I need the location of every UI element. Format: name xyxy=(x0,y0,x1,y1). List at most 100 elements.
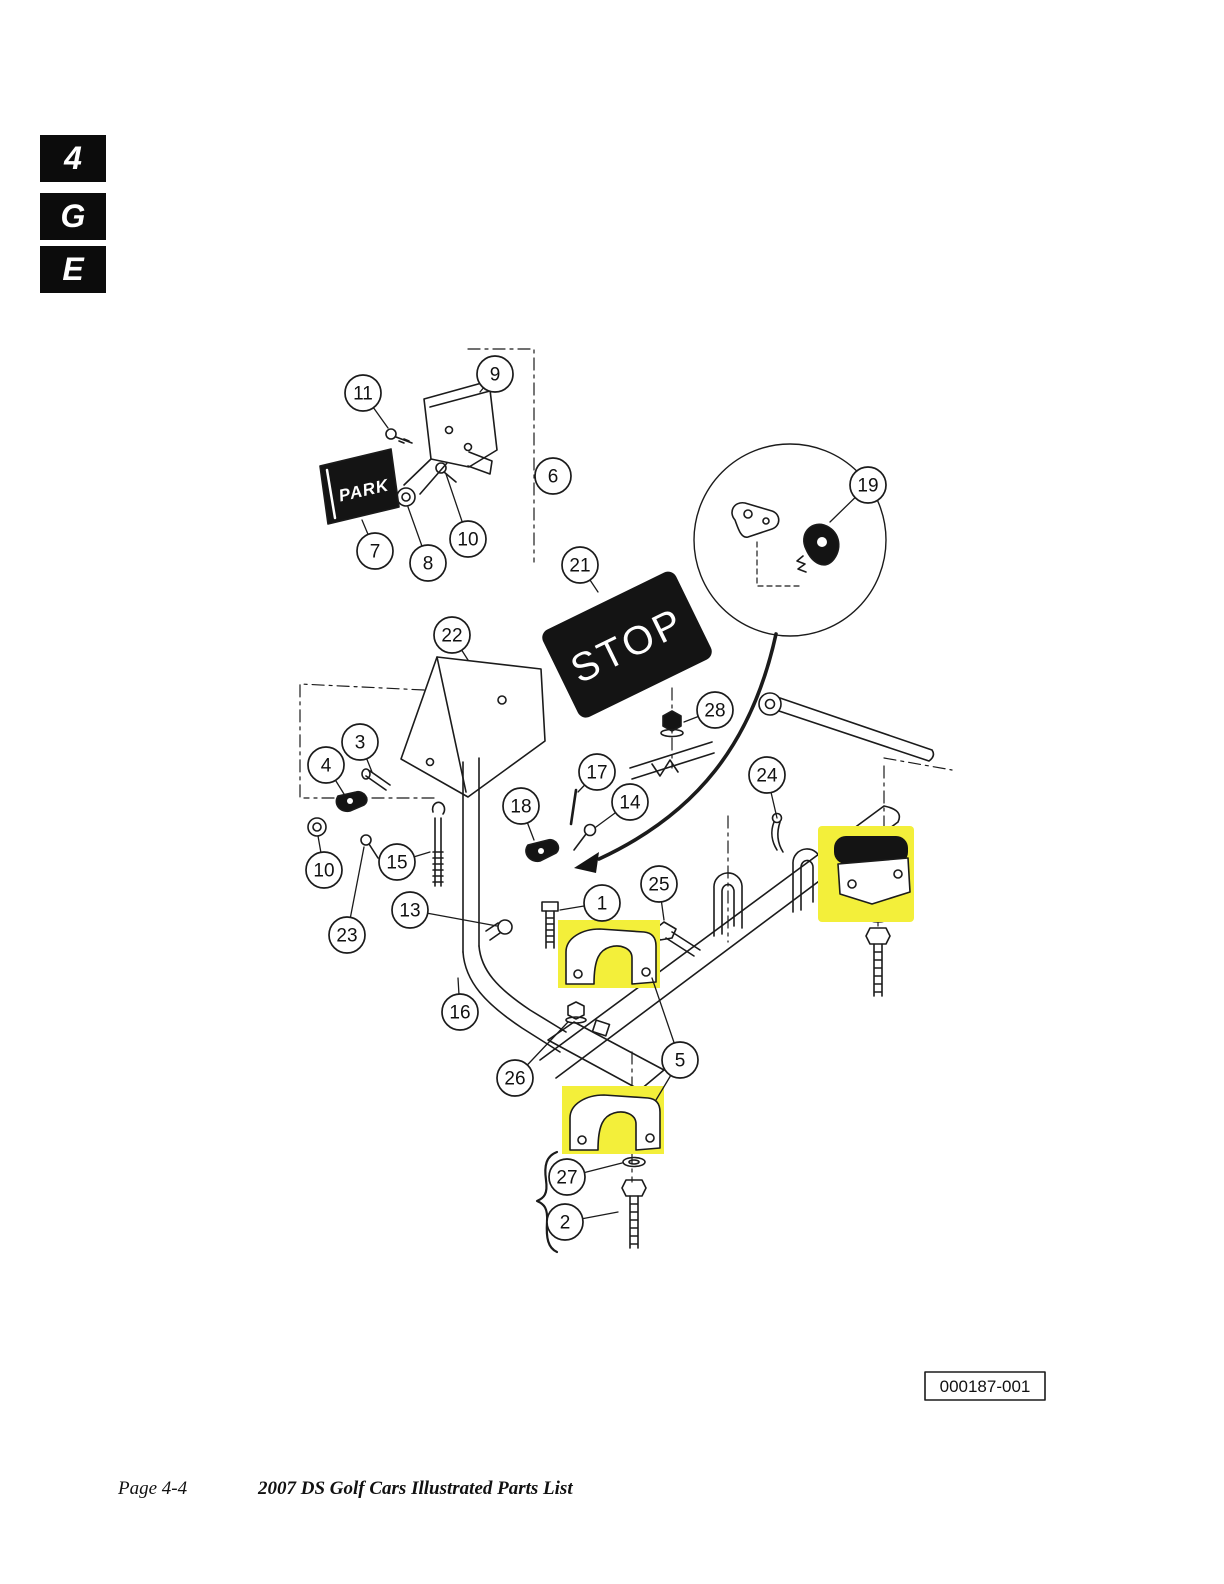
svg-text:17: 17 xyxy=(586,763,607,784)
svg-text:4: 4 xyxy=(321,756,332,777)
callout-10: 10 xyxy=(449,520,487,558)
callout-16: 16 xyxy=(441,993,479,1031)
svg-text:22: 22 xyxy=(441,626,462,647)
callout-28: 28 xyxy=(696,691,734,729)
page-number: Page 4-4 xyxy=(118,1478,188,1499)
callout-2: 2 xyxy=(546,1203,584,1241)
clip-26 xyxy=(591,1019,611,1037)
svg-text:7: 7 xyxy=(370,542,381,563)
screw-14 xyxy=(583,823,597,837)
svg-text:9: 9 xyxy=(490,365,501,386)
chapter-tab-4-label: 4 xyxy=(64,140,82,176)
stop-pedal: STOP xyxy=(542,571,712,718)
plate-hole xyxy=(425,757,435,767)
stop-clamp-upper xyxy=(565,928,657,985)
svg-text:21: 21 xyxy=(569,556,590,577)
callout-10: 10 xyxy=(305,851,343,889)
bolt-2-head xyxy=(621,1179,647,1197)
callout-22: 22 xyxy=(433,616,471,654)
callout-24: 24 xyxy=(748,756,786,794)
callout-17: 17 xyxy=(578,753,616,791)
callout-26: 26 xyxy=(496,1059,534,1097)
catch-tab xyxy=(467,451,493,475)
callout-21: 21 xyxy=(561,546,599,584)
svg-text:19: 19 xyxy=(857,476,878,497)
nut-26 xyxy=(567,1001,585,1020)
clevis-13 xyxy=(497,919,513,935)
screw-10 xyxy=(435,462,447,474)
svg-text:18: 18 xyxy=(510,797,531,818)
detail-view-circle xyxy=(693,443,887,637)
callout-11: 11 xyxy=(344,374,382,412)
park-brake-catch-assembly: PARK xyxy=(319,380,498,525)
cam-teeth xyxy=(796,555,807,573)
callout-27: 27 xyxy=(548,1158,586,1196)
figure-number-box: 000187-001 xyxy=(924,1371,1046,1401)
figure-number: 000187-001 xyxy=(940,1377,1031,1396)
callout-9: 9 xyxy=(476,355,514,393)
plate-hole xyxy=(497,695,507,705)
pin-3 xyxy=(365,770,391,791)
screw-11 xyxy=(385,428,397,440)
callout-8: 8 xyxy=(409,544,447,582)
chapter-tab-e: E xyxy=(40,246,106,293)
pawl-part xyxy=(731,502,780,538)
stop-clamp-lower xyxy=(569,1094,661,1151)
svg-text:6: 6 xyxy=(548,467,559,488)
screw-23 xyxy=(360,834,372,846)
svg-text:23: 23 xyxy=(336,926,357,947)
callout-15: 15 xyxy=(378,843,416,881)
svg-text:3: 3 xyxy=(355,733,366,754)
svg-text:10: 10 xyxy=(313,861,334,882)
svg-text:2: 2 xyxy=(560,1213,571,1234)
callout-18: 18 xyxy=(502,787,540,825)
cotter-pin-24 xyxy=(771,812,783,824)
callout-13: 13 xyxy=(391,891,429,929)
svg-text:10: 10 xyxy=(457,530,478,551)
rubber-bumper xyxy=(834,836,908,864)
chapter-tab-g: G xyxy=(40,193,106,240)
svg-text:14: 14 xyxy=(619,793,641,814)
callout-14: 14 xyxy=(611,783,649,821)
callout-3: 3 xyxy=(341,723,379,761)
group-brace xyxy=(535,1150,559,1254)
svg-text:11: 11 xyxy=(353,384,373,405)
bolt-right-head xyxy=(865,927,891,945)
callout-6: 6 xyxy=(534,457,572,495)
bumper-bracket xyxy=(837,857,911,905)
pin-17 xyxy=(569,788,578,826)
park-pad xyxy=(319,448,400,525)
document-title: 2007 DS Golf Cars Illustrated Parts List xyxy=(258,1478,573,1499)
svg-text:15: 15 xyxy=(386,853,407,874)
chapter-tab-g-label: G xyxy=(60,198,86,234)
callout-1: 1 xyxy=(583,884,621,922)
washer-8 xyxy=(396,487,416,507)
svg-text:26: 26 xyxy=(504,1069,525,1090)
svg-text:27: 27 xyxy=(556,1168,577,1189)
frame-bracket-a xyxy=(713,872,743,937)
callout-19: 19 xyxy=(849,466,887,504)
catch-bracket xyxy=(423,380,498,468)
pivot-small-parts xyxy=(307,768,391,859)
svg-text:8: 8 xyxy=(423,554,434,575)
pedal-arm-frame xyxy=(462,692,935,1254)
washer-27 xyxy=(622,1156,646,1168)
callout-25: 25 xyxy=(640,865,678,903)
callout-23: 23 xyxy=(328,916,366,954)
brake-rod xyxy=(431,801,446,887)
svg-text:13: 13 xyxy=(399,901,420,922)
svg-text:16: 16 xyxy=(449,1003,470,1024)
long-rod xyxy=(778,697,935,762)
svg-text:5: 5 xyxy=(675,1051,686,1072)
highlighted-pedal-stops xyxy=(558,826,914,1154)
svg-text:1: 1 xyxy=(597,894,608,915)
callout-7: 7 xyxy=(356,532,394,570)
rod-bracket xyxy=(629,741,715,780)
washer-10 xyxy=(307,817,327,837)
bracket-hole xyxy=(444,425,454,435)
arrowhead-icon xyxy=(574,852,599,873)
brake-mounting-plate xyxy=(400,656,546,798)
